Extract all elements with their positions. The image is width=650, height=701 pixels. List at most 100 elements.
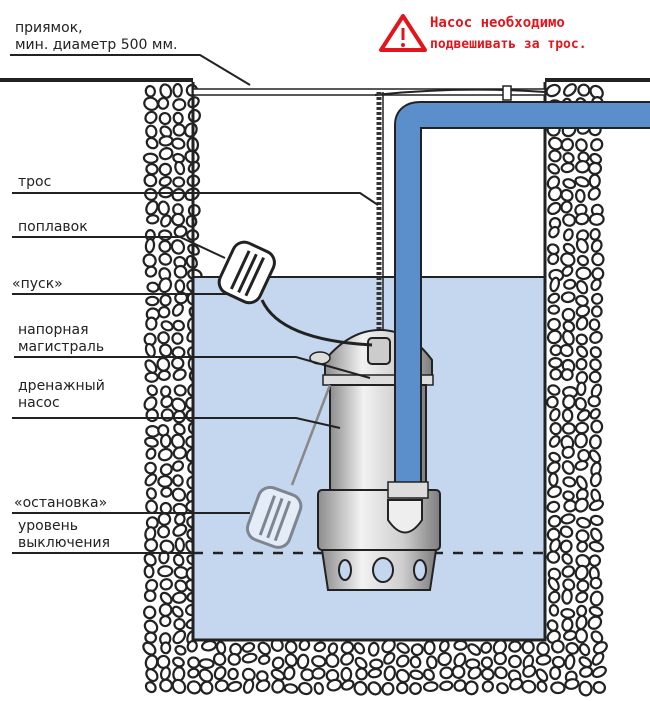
gravel-stone <box>578 656 593 669</box>
gravel-stone <box>157 369 171 381</box>
gravel-stone <box>561 422 576 435</box>
gravel-stone <box>145 214 160 225</box>
gravel-stone <box>144 84 156 98</box>
gravel-stone <box>157 200 170 216</box>
gravel-stone <box>144 187 158 201</box>
gravel-stone <box>172 446 188 460</box>
gravel-stone <box>172 176 186 188</box>
gravel-stone <box>561 445 575 459</box>
gravel-stone <box>536 641 550 656</box>
gravel-stone <box>241 641 256 653</box>
gravel-stone <box>160 408 175 422</box>
gravel-stone <box>562 578 576 592</box>
gravel-stone <box>144 237 156 254</box>
gravel-stone <box>546 550 561 564</box>
gravel-stone <box>547 384 561 396</box>
gravel-stone <box>145 200 159 216</box>
gravel-stone <box>172 474 184 487</box>
gravel-stone <box>574 432 588 449</box>
gravel-stone <box>563 83 577 97</box>
gravel-stone <box>146 281 160 293</box>
gravel-stone <box>561 565 576 578</box>
gravel-stone <box>270 668 286 681</box>
gravel-stone <box>576 409 591 422</box>
gravel-stone <box>547 317 561 332</box>
gravel-stone <box>158 239 172 253</box>
pit-walls <box>191 82 547 642</box>
pit-label-line1: приямок, <box>15 20 83 36</box>
rope-label: трос <box>18 174 52 190</box>
gravel-stone <box>560 162 575 174</box>
gravel-stone <box>186 680 202 695</box>
gravel-stone <box>157 447 173 462</box>
pressure-line-label-line1: напорная <box>18 322 89 338</box>
gravel-stone <box>158 135 174 147</box>
gravel-stone <box>576 381 587 397</box>
gravel-stone <box>422 681 439 693</box>
gravel-stone <box>409 669 424 681</box>
gravel-stone <box>588 540 605 553</box>
gravel-stone <box>241 667 256 682</box>
gravel-stone <box>562 228 574 242</box>
gravel-stone <box>549 276 561 293</box>
gravel-stone <box>562 242 576 255</box>
gravel-stone <box>453 639 468 651</box>
gravel-stone <box>576 516 592 529</box>
gravel-stone <box>575 333 588 346</box>
gravel-stone <box>143 552 157 567</box>
gravel-stone <box>560 513 576 525</box>
gravel-stone <box>559 525 574 539</box>
gravel-stone <box>575 138 588 152</box>
gravel-stone <box>159 293 172 307</box>
gravel-stone <box>546 329 562 345</box>
gravel-stone <box>145 447 157 460</box>
gravel-stone <box>439 666 454 680</box>
gravel-stone <box>480 656 494 669</box>
gravel-stone <box>159 463 173 477</box>
gravel-stone <box>575 304 591 318</box>
warning-line1: Насос необходимо <box>430 15 565 31</box>
gravel-stone <box>157 331 170 345</box>
gravel-stone <box>481 667 495 681</box>
gravel-stone <box>590 419 604 434</box>
gravel-stone <box>284 640 298 654</box>
gravel-stone <box>589 84 604 100</box>
gravel-stone <box>160 320 174 332</box>
gravel-stone <box>271 656 285 670</box>
gravel-stone <box>255 679 271 693</box>
gravel-stone <box>340 666 353 682</box>
gravel-stone <box>589 330 603 344</box>
gravel-stone <box>546 175 561 190</box>
gravel-stone <box>574 212 590 226</box>
gravel-stone <box>187 667 200 679</box>
gravel-stone <box>587 186 601 201</box>
gravel-stone <box>353 680 368 696</box>
gravel-stone <box>590 239 603 253</box>
gravel-stone <box>575 159 591 174</box>
gravel-stone <box>561 307 576 322</box>
gravel-stone <box>564 678 580 690</box>
gravel-stone <box>494 666 508 680</box>
gravel-stone <box>227 667 239 681</box>
gravel-stone <box>381 681 395 696</box>
gravel-stone <box>383 652 396 665</box>
gravel-stone <box>172 82 183 98</box>
gravel-stone <box>481 680 495 693</box>
gravel-stone <box>591 651 605 666</box>
gravel-stone <box>327 642 339 655</box>
gravel-stone <box>142 152 159 164</box>
gravel-stone <box>156 356 171 372</box>
gravel-stone <box>546 395 559 409</box>
gravel-stone <box>158 147 174 161</box>
gravel-stone <box>340 679 355 691</box>
gravel-stone <box>576 604 588 618</box>
gravel-stone <box>590 278 602 292</box>
gravel-stone <box>591 292 604 305</box>
gravel-stone <box>174 512 186 526</box>
gravel-stone <box>574 497 589 513</box>
gravel-stone <box>451 664 466 680</box>
gravel-stone <box>143 564 155 579</box>
gravel-stone <box>156 654 171 669</box>
gravel-stone <box>198 658 215 670</box>
